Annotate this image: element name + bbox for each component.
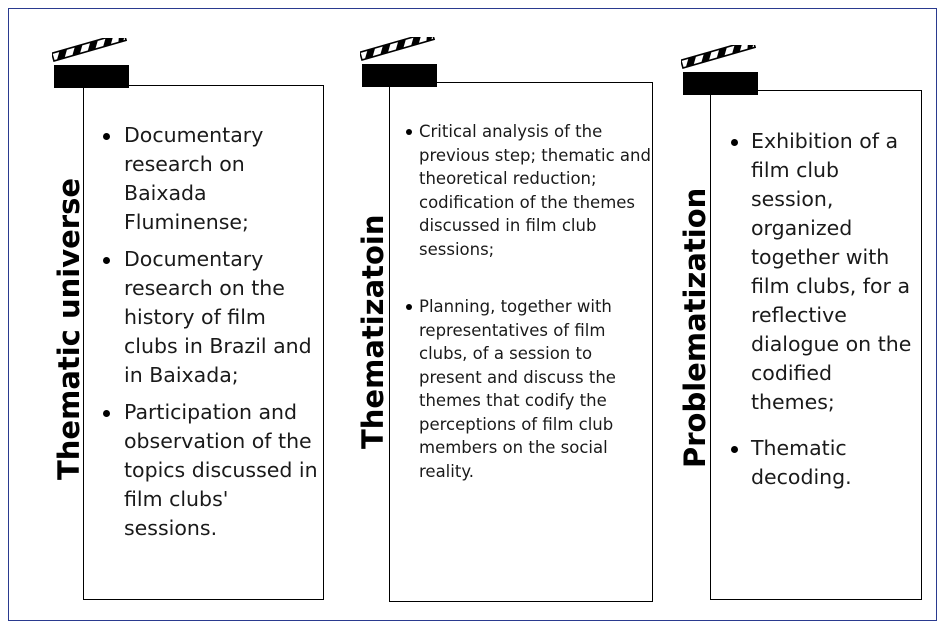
stage-list-thematic-universe: Documentary research on Baixada Fluminen…: [103, 121, 320, 551]
clapperboard-icon: [52, 38, 129, 88]
list-item: Planning, together with representatives …: [406, 295, 651, 483]
list-item: Documentary research on Baixada Fluminen…: [103, 121, 320, 237]
stage-title-problematization: Problematization: [678, 187, 712, 468]
clapperboard-icon: [681, 45, 758, 95]
stage-box-thematic-universe: [83, 85, 324, 600]
list-item: Critical analysis of the previous step; …: [406, 120, 651, 261]
stage-title-thematization: Thematizatoin: [356, 214, 390, 449]
list-item: Exhibition of a film club session, organ…: [731, 127, 917, 417]
stage-list-problematization: Exhibition of a film club session, organ…: [731, 127, 917, 492]
stage-list-thematization: Critical analysis of the previous step; …: [406, 120, 651, 483]
list-item: Participation and observation of the top…: [103, 398, 320, 543]
stage-box-thematization: [389, 82, 653, 602]
clapperboard-icon: [360, 37, 437, 87]
stage-title-thematic-universe: Thematic universe: [52, 177, 86, 480]
list-item: Documentary research on the history of f…: [103, 245, 320, 390]
list-item: Thematic decoding.: [731, 434, 917, 492]
stage-box-problematization: [710, 90, 922, 600]
diagram-frame: [8, 8, 937, 621]
